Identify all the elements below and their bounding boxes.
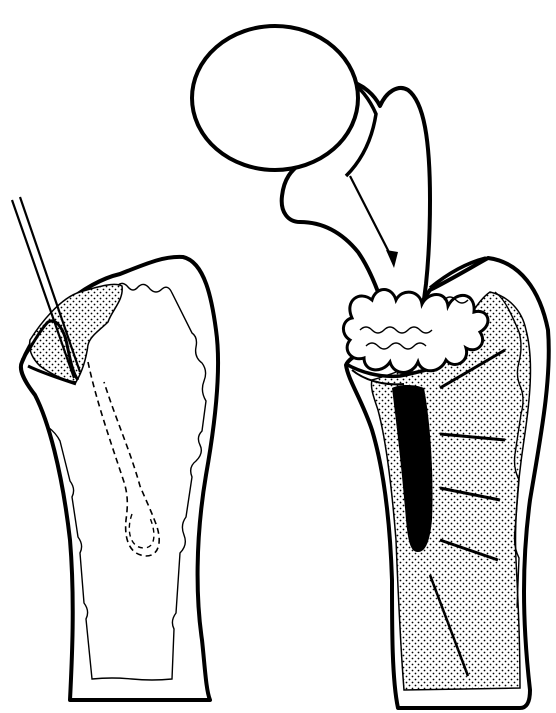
right-femur-group: [343, 258, 548, 708]
prosthesis-head: [192, 26, 358, 170]
prosthesis-group: [192, 26, 430, 330]
left-femur-group: [12, 197, 218, 700]
